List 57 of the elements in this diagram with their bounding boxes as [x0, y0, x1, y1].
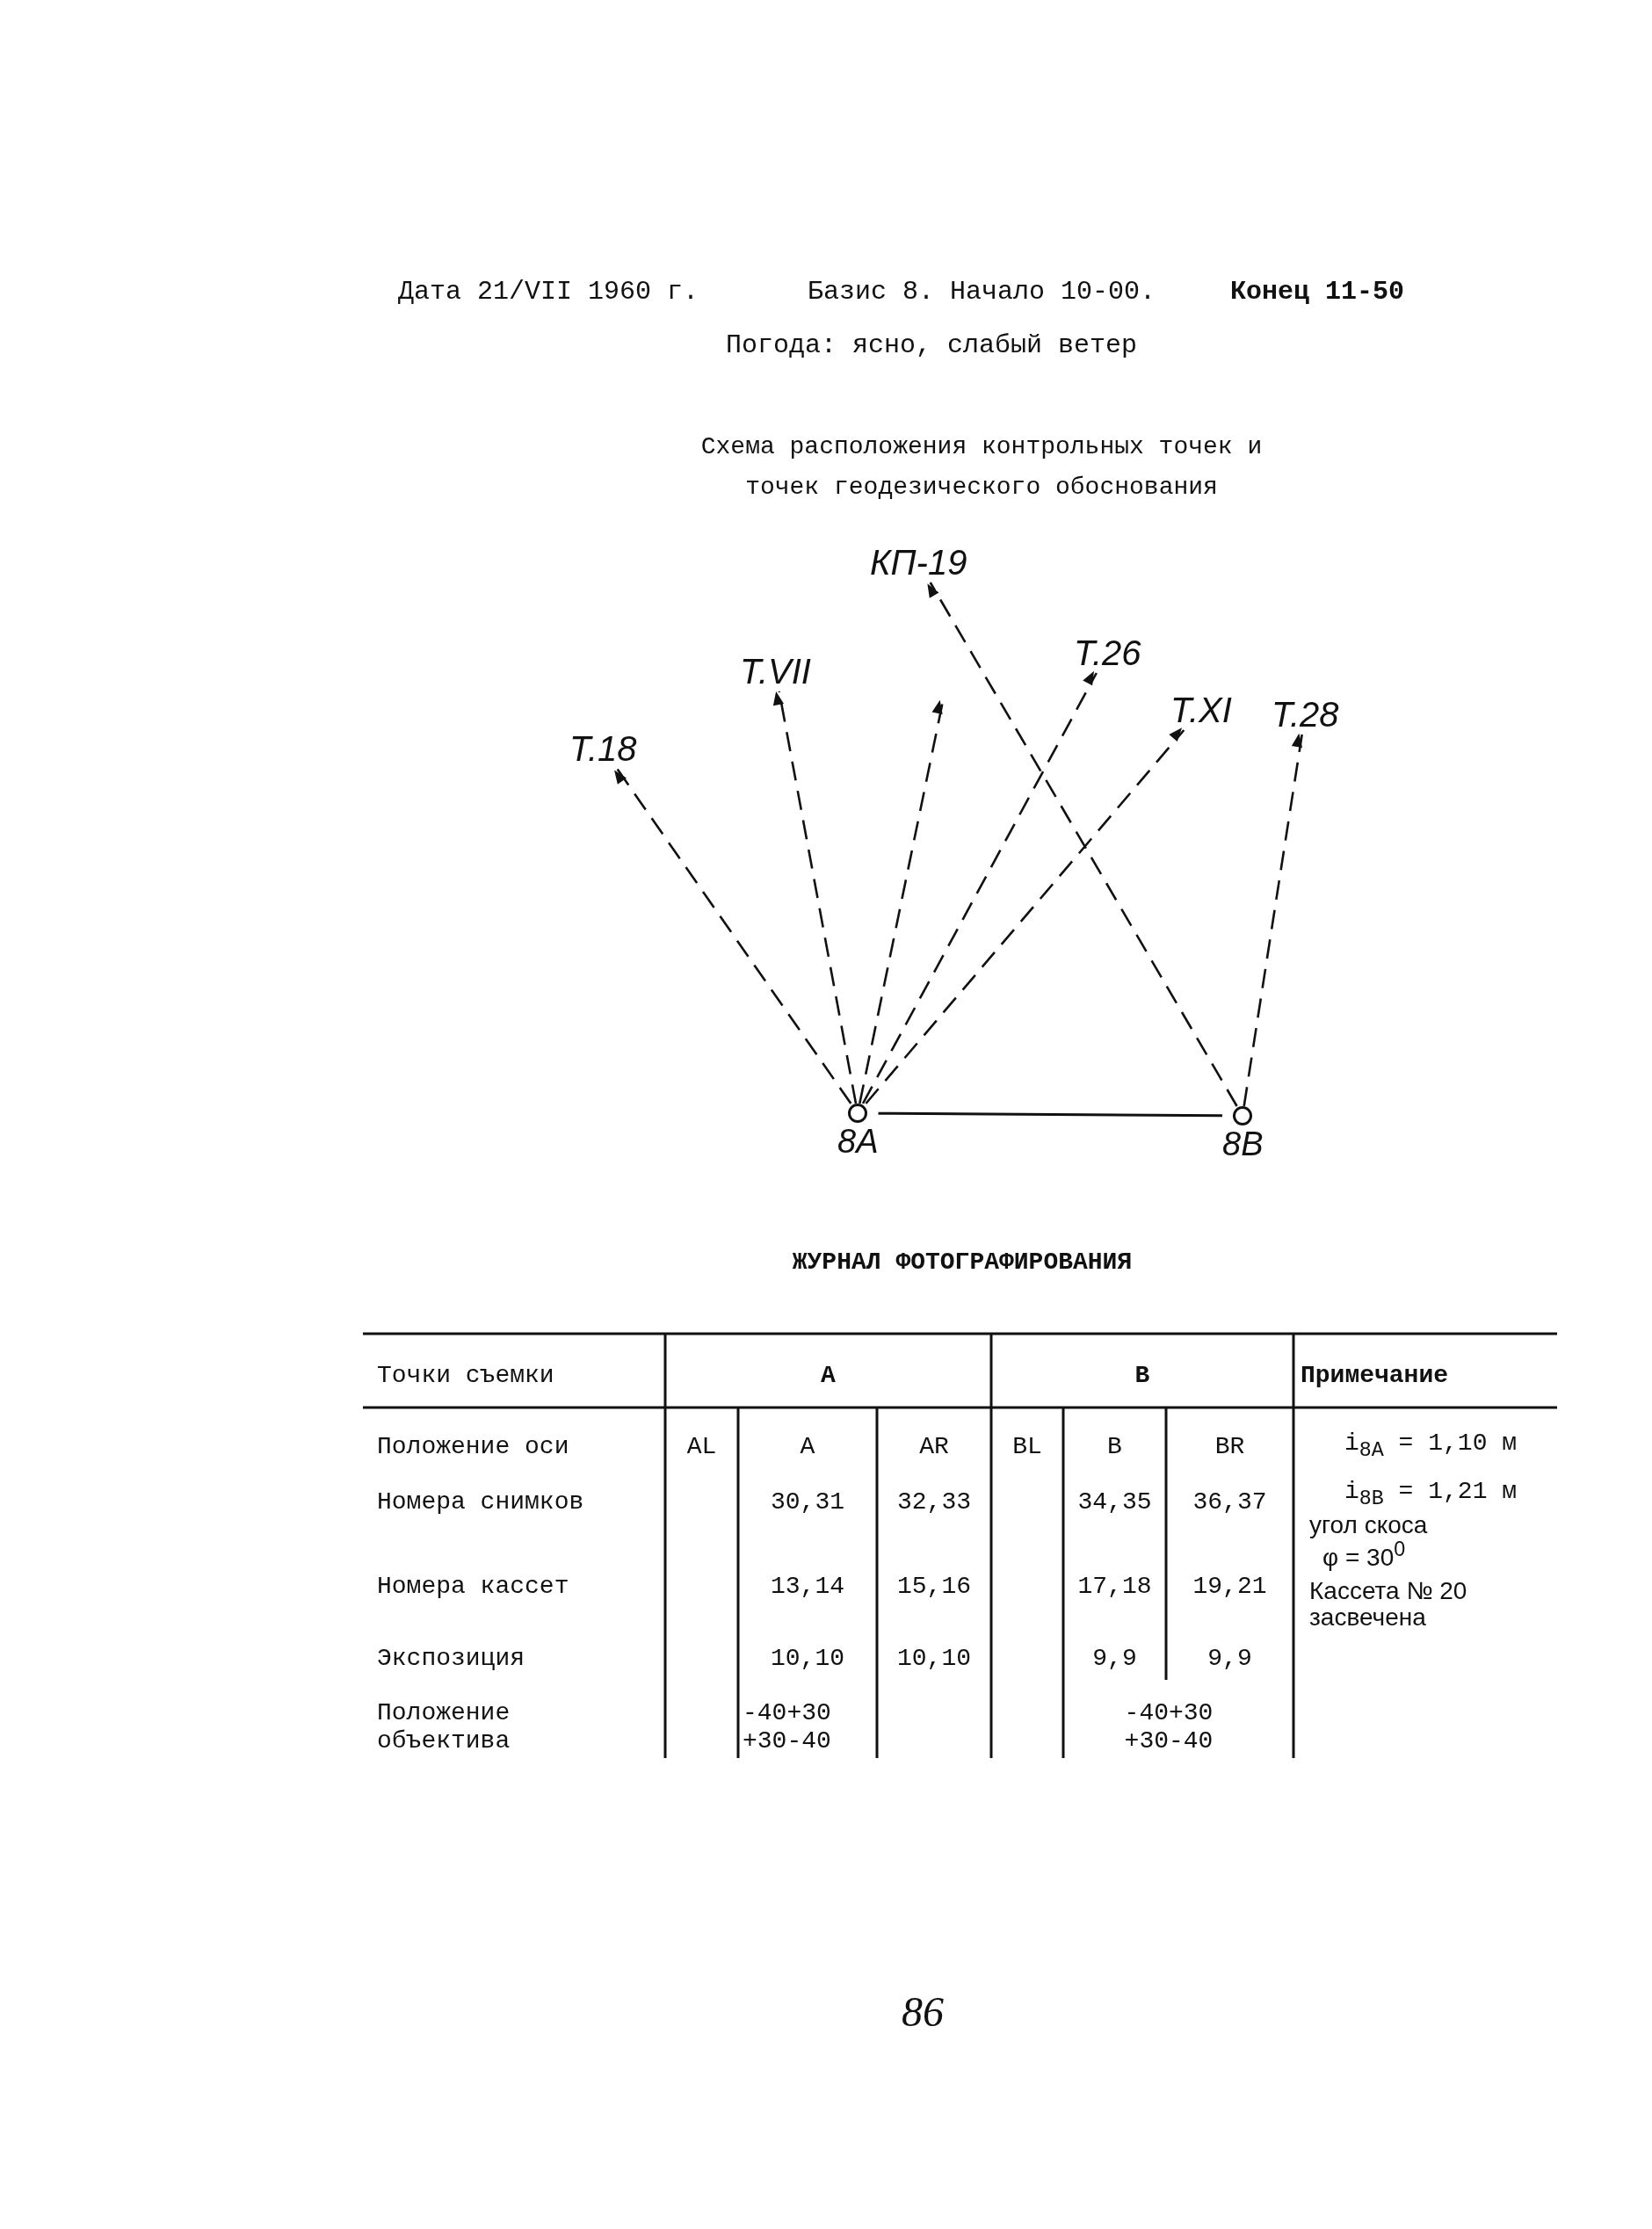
row-label: Положение оси	[377, 1433, 570, 1461]
point-label: Т.26	[1074, 633, 1141, 673]
point-label: КП-19	[870, 542, 967, 583]
table-cell-text: 30,31	[770, 1488, 845, 1516]
journal-title: ЖУРНАЛ ФОТОГРАФИРОВАНИЯ	[791, 1248, 1134, 1277]
row-label: Экспозиция	[377, 1645, 526, 1673]
table-header: Примечание	[1301, 1362, 1450, 1390]
table-cell-text: 15,16	[896, 1573, 972, 1601]
station-label: 8А	[837, 1123, 879, 1160]
end-time-text: Конец 11-50	[1230, 278, 1406, 306]
point-label: Т.XI	[1170, 690, 1232, 730]
point-label: Т.18	[569, 728, 637, 769]
table-cell-text: 13,14	[770, 1573, 845, 1601]
note-text: φ = 30$^{0}$	[1322, 1538, 1407, 1571]
baseline	[878, 1111, 1222, 1118]
table-cell-text: 34,35	[1076, 1488, 1153, 1516]
row-label: Положение объектива	[377, 1699, 511, 1755]
table-header: А	[820, 1362, 837, 1390]
sight-arrow	[865, 727, 1185, 1104]
table-cell-text: BL	[1011, 1433, 1043, 1461]
table-cell-text: 10,10	[896, 1645, 972, 1673]
table-cell-text: 17,18	[1076, 1573, 1153, 1601]
note-text: i$_{8A}$ = 1,10 м	[1344, 1429, 1518, 1464]
note-text: Кассета № 20 засвечена	[1309, 1578, 1468, 1631]
table-cell-text: 36,37	[1192, 1488, 1268, 1516]
table-cell-text: 9,9	[1206, 1645, 1253, 1673]
sight-arrow	[859, 699, 945, 1104]
table-cell-text: -40+30 +30-40	[1123, 1699, 1214, 1755]
sight-arrow	[614, 768, 852, 1104]
point-label: Т.28	[1272, 694, 1339, 735]
table-cell-text: AR	[918, 1433, 950, 1461]
base-time-text: Базис 8. Начало 10-00.	[808, 278, 1157, 306]
table-cell-text: 9,9	[1091, 1645, 1138, 1673]
sight-arrow	[861, 670, 1098, 1104]
note-text: i$_{8B}$ = 1,21 м	[1344, 1478, 1518, 1512]
table-cell-text: B	[1106, 1433, 1123, 1461]
table-cell-text: A	[799, 1433, 816, 1461]
sight-arrow	[772, 691, 858, 1104]
station-label: 8В	[1222, 1125, 1264, 1162]
table-cell-text: -40+30 +30-40	[743, 1699, 832, 1755]
sight-arrow	[1243, 733, 1303, 1107]
table-cell-text: 19,21	[1192, 1573, 1268, 1601]
table-cell-text: 10,10	[770, 1645, 845, 1673]
table-header: Точки съемки	[377, 1362, 555, 1390]
page-number: 86	[901, 1989, 945, 2035]
row-label: Номера снимков	[377, 1488, 585, 1516]
table-header: В	[1134, 1362, 1151, 1390]
table-cell-text: BR	[1214, 1433, 1246, 1461]
table-cell-text: 32,33	[896, 1488, 972, 1516]
note-text: угол скоса	[1309, 1512, 1429, 1538]
date-text: Дата 21/VII 1960 г.	[398, 278, 700, 306]
row-label: Номера кассет	[377, 1573, 570, 1601]
table-cell-text: AL	[685, 1433, 718, 1461]
diagram-title: Схема расположения контрольных точек и точек геодезического обоснования	[699, 432, 1264, 503]
sight-arrow	[927, 582, 1238, 1107]
point-label: Т.VII	[740, 651, 811, 691]
weather-text: Погода: ясно, слабый ветер	[724, 331, 1139, 359]
